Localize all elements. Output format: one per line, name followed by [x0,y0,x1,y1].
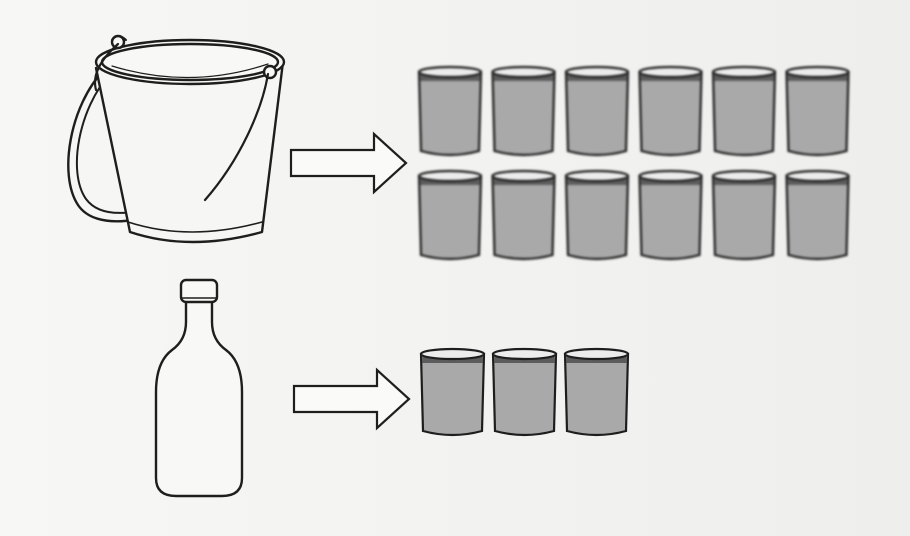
filled-cup [491,169,556,261]
cup-rim [417,65,483,79]
cup-water [564,70,630,157]
cup-rim [563,347,630,361]
filled-cup [563,347,630,437]
filled-cup [785,169,850,261]
cup-water [564,174,630,261]
cups-group-row1 [417,65,850,261]
bottle-icon [154,278,244,498]
cup-rim [638,65,703,79]
cup-water [711,174,777,261]
cup-rim [785,65,850,79]
cup-water [638,70,703,157]
filled-cup [564,65,630,157]
filled-cup [638,65,703,157]
cup-rim [491,169,556,183]
cup-water [563,352,630,437]
cup-water [419,352,486,437]
bucket-icon [67,34,286,244]
cup-rim [564,65,630,79]
cup-water [785,174,850,261]
cup-rim [491,65,556,79]
cup-rim [491,347,558,361]
cup-rim [711,169,777,183]
filled-cup [417,169,483,261]
cup-water [491,70,556,157]
cup-rim [638,169,703,183]
filled-cup [711,169,777,261]
cup-water [417,174,483,261]
cup-water [417,70,483,157]
cup-water [491,352,558,437]
filled-cup [564,169,630,261]
cup-water [491,174,556,261]
filled-cup [785,65,850,157]
filled-cup [638,169,703,261]
cup-rim [417,169,483,183]
cup-water [785,70,850,157]
cups-group-row2 [419,347,630,437]
arrow-right-icon-row1 [289,131,408,195]
filled-cup [711,65,777,157]
cup-water [711,70,777,157]
cup-water [638,174,703,261]
cup-rim [785,169,850,183]
filled-cup [419,347,486,437]
arrow-right-icon-row2 [292,367,411,431]
cup-rim [419,347,486,361]
filled-cup [491,65,556,157]
filled-cup [491,347,558,437]
cup-rim [711,65,777,79]
filled-cup [417,65,483,157]
cup-rim [564,169,630,183]
